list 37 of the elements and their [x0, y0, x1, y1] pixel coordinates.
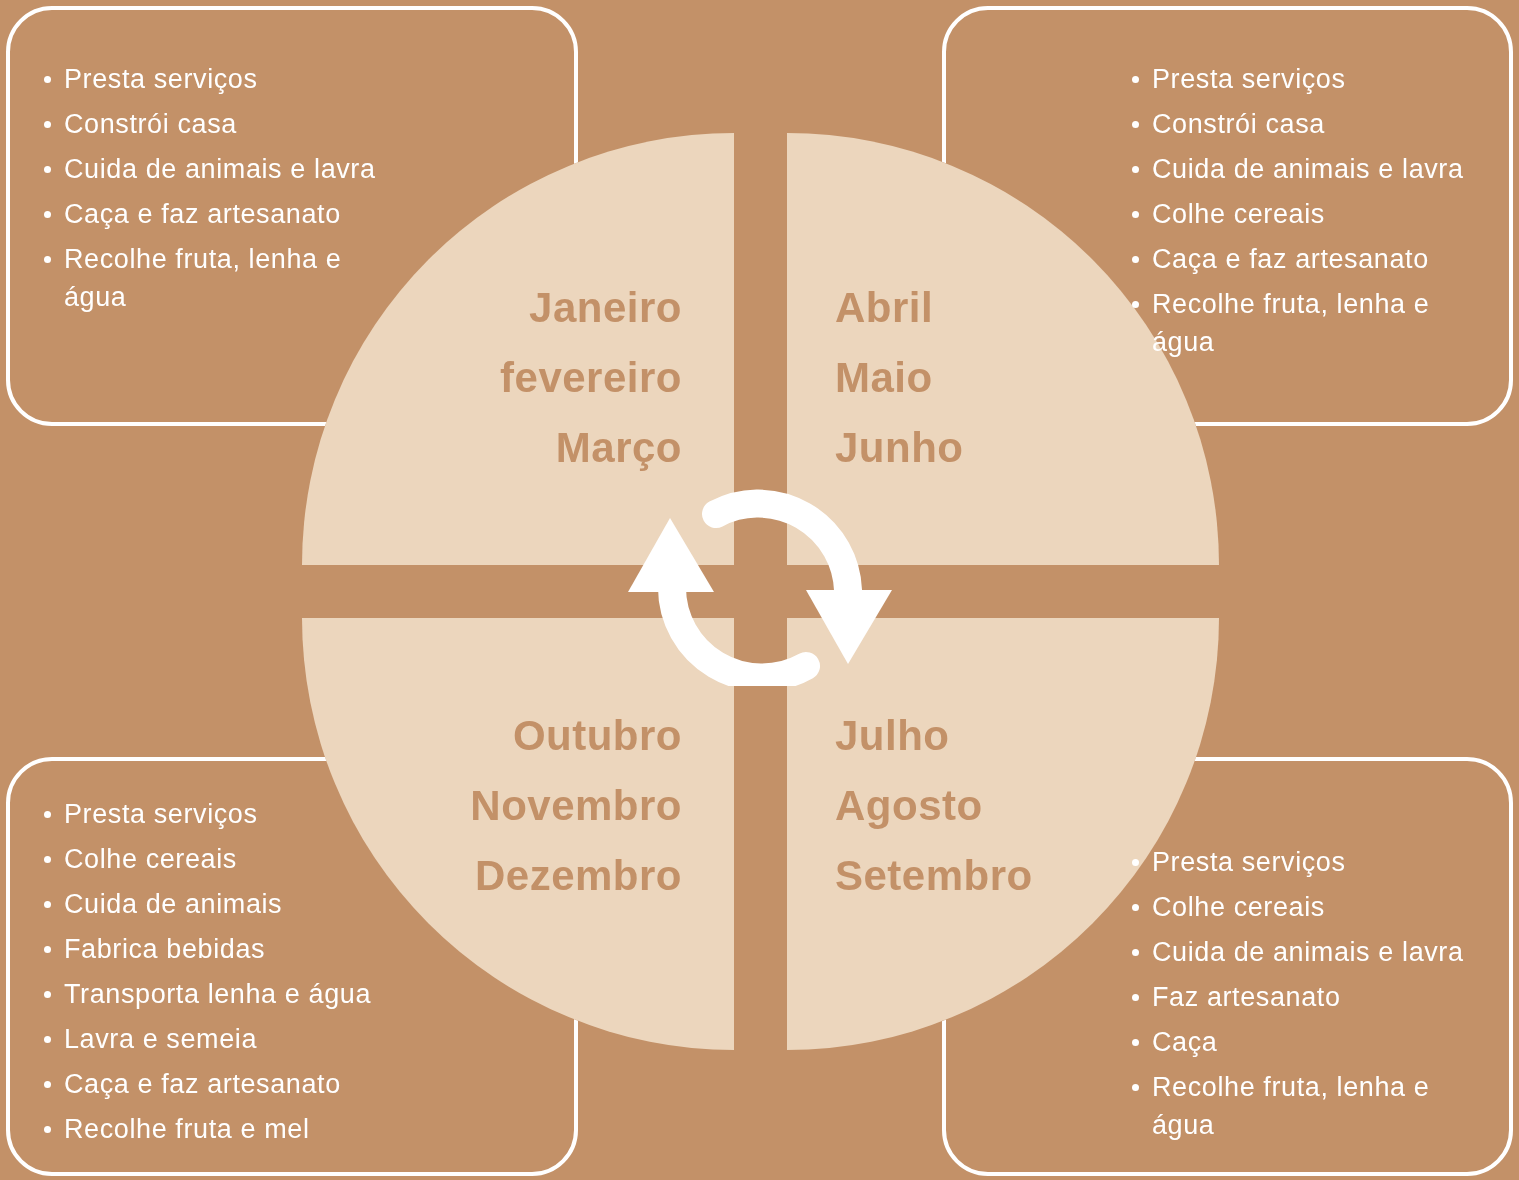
bullet-item: Caça e faz artesanato	[44, 1065, 341, 1103]
month-name: Janeiro	[529, 283, 682, 333]
bullet-item: Recolhe fruta, lenha e água	[44, 240, 394, 316]
bullet-item: Transporta lenha e água	[44, 975, 371, 1013]
bullet-item: Recolhe fruta, lenha e água	[1132, 285, 1482, 361]
bullet-item: Presta serviços	[1132, 843, 1346, 881]
bullet-item: Cuida de animais e lavra	[1132, 933, 1464, 971]
bullet-item: Colhe cereais	[1132, 195, 1325, 233]
bullet-item: Colhe cereais	[44, 840, 237, 878]
bullet-item: Fabrica bebidas	[44, 930, 266, 968]
bullet-item: Recolhe fruta, lenha e água	[1132, 1068, 1482, 1144]
bullet-item: Caça	[1132, 1023, 1218, 1061]
month-name: Agosto	[835, 781, 983, 831]
bullet-item: Lavra e semeia	[44, 1020, 257, 1058]
month-name: Outubro	[512, 711, 682, 761]
month-name: Julho	[835, 711, 950, 761]
month-name: Maio	[835, 353, 933, 403]
month-name: Novembro	[470, 781, 682, 831]
bullet-item: Presta serviços	[44, 795, 258, 833]
bullet-item: Faz artesanato	[1132, 978, 1341, 1016]
month-name: Março	[555, 423, 682, 473]
month-name: Dezembro	[474, 851, 682, 901]
bullet-item: Cuida de animais e lavra	[1132, 150, 1464, 188]
bullet-item: Caça e faz artesanato	[44, 195, 341, 233]
bullet-item: Caça e faz artesanato	[1132, 240, 1429, 278]
bullet-item: Presta serviços	[1132, 60, 1346, 98]
bullet-item: Constrói casa	[44, 105, 237, 143]
month-name: Abril	[835, 283, 934, 333]
bullet-item: Colhe cereais	[1132, 888, 1325, 926]
bullet-item: Cuida de animais	[44, 885, 283, 923]
bullet-item: Constrói casa	[1132, 105, 1325, 143]
bullet-item: Recolhe fruta e mel	[44, 1110, 310, 1148]
bullet-item: Cuida de animais e lavra	[44, 150, 376, 188]
month-name: Setembro	[835, 851, 1033, 901]
month-name: Junho	[835, 423, 964, 473]
month-name: fevereiro	[500, 353, 682, 403]
bullet-item: Presta serviços	[44, 60, 258, 98]
